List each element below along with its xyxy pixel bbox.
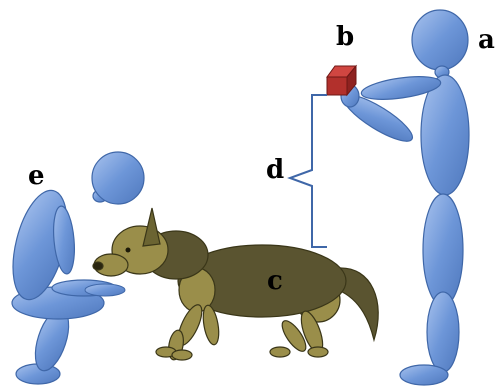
dog	[93, 208, 378, 361]
standing-person-shin	[427, 292, 459, 372]
distance-bracket	[290, 95, 327, 247]
label-c: c	[267, 268, 283, 294]
crouching-person-head	[92, 152, 144, 204]
dog-nose	[93, 262, 103, 270]
label-e: e	[28, 163, 45, 189]
food-bowl	[85, 284, 125, 296]
dog-hind-paw-1	[308, 347, 328, 357]
standing-person-foot	[400, 365, 448, 385]
label-a: a	[478, 27, 495, 53]
standing-person-torso	[421, 75, 469, 195]
standing-person	[338, 10, 469, 385]
standing-person-thigh	[423, 194, 463, 306]
label-d: d	[266, 157, 284, 183]
dog-eye	[126, 248, 131, 253]
standing-person-head	[412, 10, 468, 70]
dog-front-paw-2	[172, 350, 192, 360]
red-box-front	[327, 77, 347, 95]
dog-hind-paw-2	[270, 347, 290, 357]
label-b: b	[336, 24, 354, 50]
